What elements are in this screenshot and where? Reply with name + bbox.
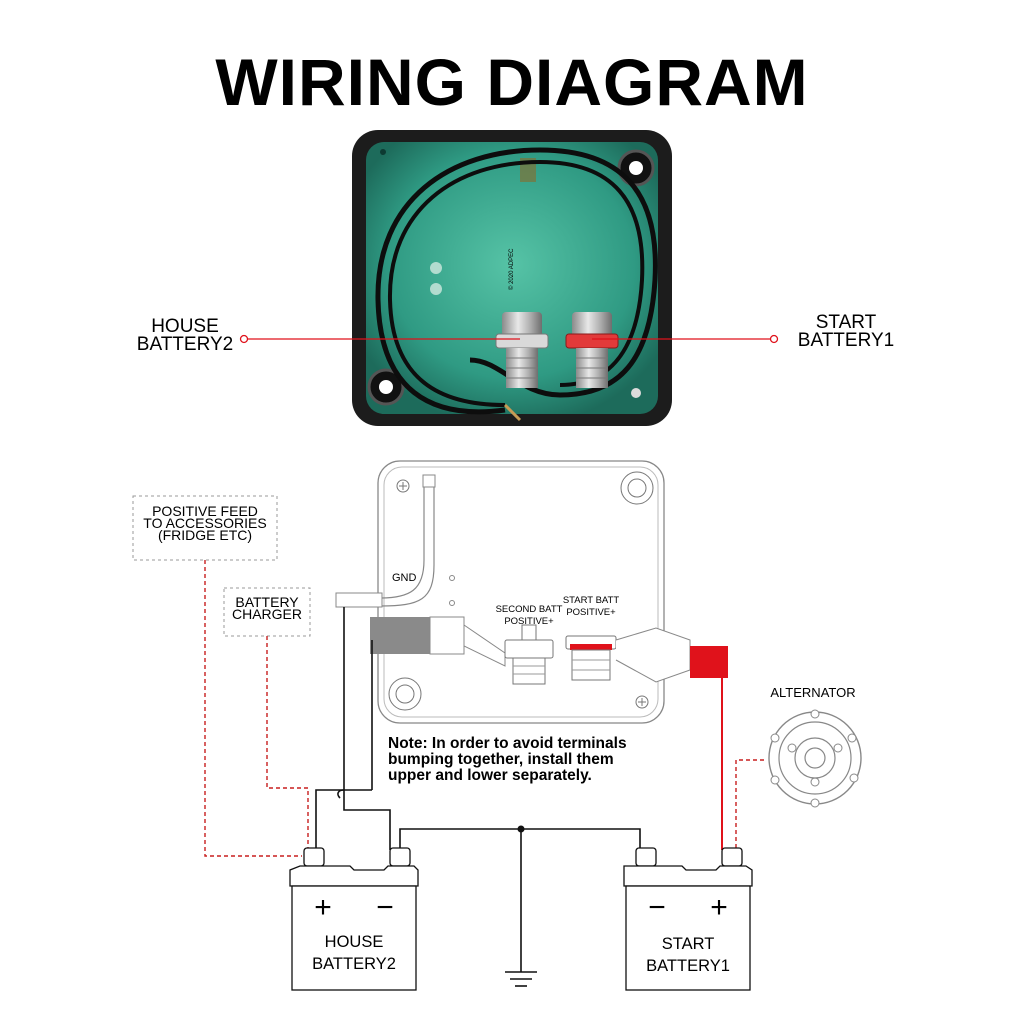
device-photo: © 2020 ADPEC HOUSE BATTERY2 START (137, 130, 894, 426)
pcb-text: © 2020 ADPEC (508, 248, 515, 290)
plus-icon: + (710, 891, 728, 924)
start-battery: − + START BATTERY1 (623, 847, 753, 991)
callout-dot-start (769, 334, 779, 344)
second-batt-terminal (504, 639, 554, 659)
screw-dot (631, 388, 641, 398)
minus-icon: − (376, 891, 394, 924)
second-batt-label-line1: SECOND BATT (496, 604, 563, 615)
house-label-line2: BATTERY2 (137, 334, 233, 355)
alternator-icon (768, 709, 862, 808)
house-battery-line1: HOUSE (325, 933, 384, 951)
house-battery: + − HOUSE BATTERY2 (289, 847, 419, 991)
start-batt-label-line1: START BATT (563, 595, 620, 606)
terminal-house (495, 312, 549, 388)
terminal-start (565, 312, 619, 388)
alternator-label: ALTERNATOR (770, 685, 855, 700)
wire-end (503, 403, 522, 422)
mounting-hole-inner (379, 380, 393, 394)
device-outline-inner (383, 466, 659, 718)
start-battery-line2: BATTERY1 (646, 957, 730, 975)
internal-wire (379, 478, 425, 599)
wire-loop-inner (387, 159, 645, 407)
screw-icon (635, 695, 649, 709)
screw-icon (396, 479, 410, 493)
positive-feed-line2: TO ACCESSORIES (143, 515, 266, 531)
pcb-pad (430, 262, 442, 274)
plus-icon: + (314, 891, 332, 924)
second-batt-label-line2: POSITIVE+ (504, 616, 554, 627)
pcb-pad (430, 283, 442, 295)
start-battery-line1: START (662, 935, 715, 953)
minus-icon: − (648, 891, 666, 924)
house-label-line1: HOUSE (151, 316, 219, 337)
ground-icon (505, 971, 537, 987)
battery-charger-line1: BATTERY (235, 594, 299, 610)
positive-feed-box (132, 495, 278, 561)
note-line3: upper and lower separately. (388, 767, 592, 784)
gnd-label: GND (392, 572, 417, 584)
mounting-hole-icon (388, 677, 422, 711)
battery-charger-line2: CHARGER (232, 606, 302, 622)
start-label-line2: BATTERY1 (798, 330, 894, 351)
positive-feed-line3: (FRIDGE ETC) (158, 527, 252, 543)
positive-feed-line1: POSITIVE FEED (152, 503, 258, 519)
schematic: GND SECOND BATT POSITIVE+ START BATT POS… (132, 460, 862, 991)
charger-wire (266, 636, 309, 850)
screw-dot (380, 149, 386, 155)
wire-loop (375, 147, 658, 415)
house-cable (370, 617, 430, 654)
start-label-line1: START (816, 312, 877, 333)
house-battery-line2: BATTERY2 (312, 955, 396, 973)
mounting-hole-inner (629, 161, 643, 175)
mounting-hole-icon (620, 471, 654, 505)
house-lug (429, 616, 465, 655)
start-cable (690, 646, 728, 678)
accessory-feed-wire (204, 560, 302, 857)
gnd-lead (335, 592, 383, 608)
start-batt-label-line2: POSITIVE+ (566, 607, 616, 618)
note-line1: Note: In order to avoid terminals (388, 735, 627, 752)
callout-dot-house (239, 334, 249, 344)
note-line2: bumping together, install them (388, 751, 614, 768)
page-title: WIRING DIAGRAM (215, 45, 808, 119)
alternator-wire (735, 759, 764, 850)
